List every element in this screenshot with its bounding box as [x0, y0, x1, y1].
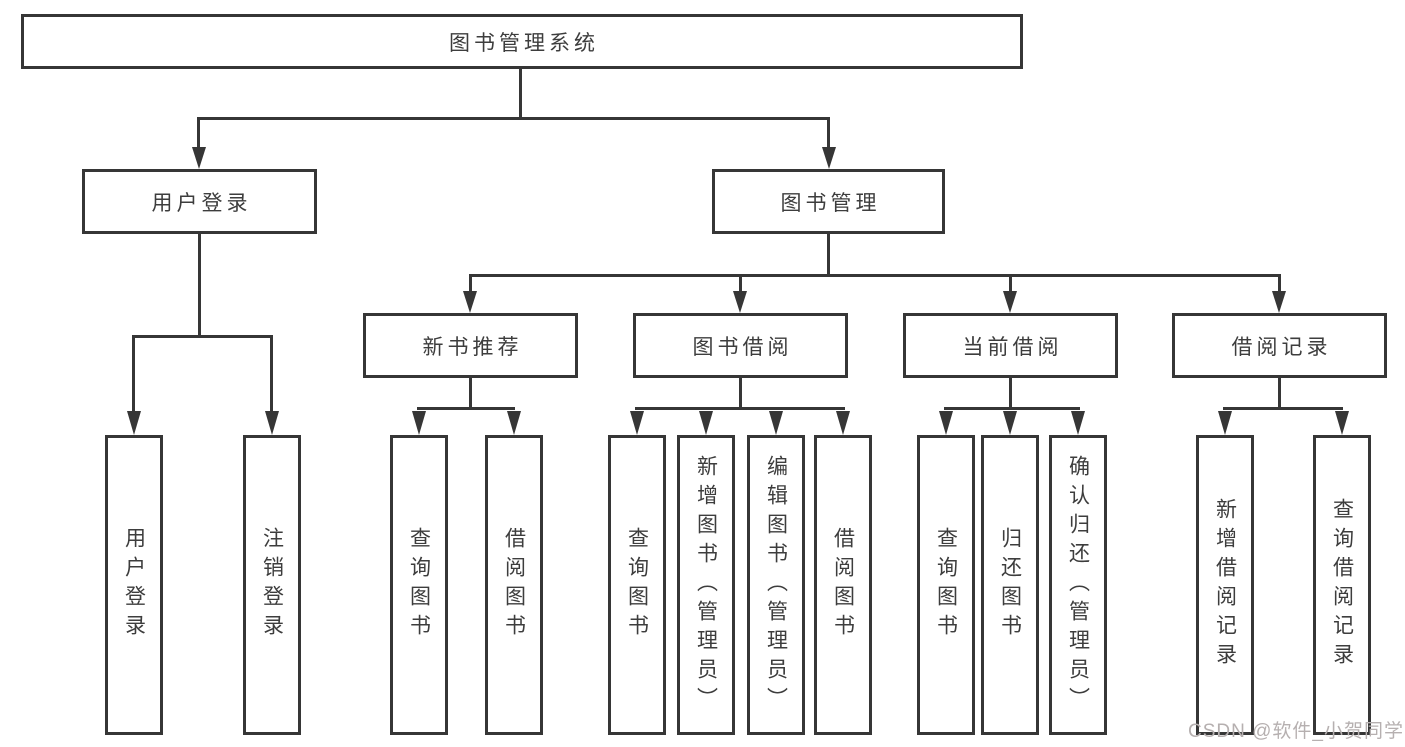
leaf-label: 借阅图书 — [502, 527, 526, 643]
leaf-label: 编辑图书（管理员） — [764, 454, 788, 716]
arrowhead-down — [699, 411, 713, 435]
node-label: 图书管理 — [780, 191, 881, 215]
connector-line — [132, 335, 135, 413]
node-borrowing-records: 借阅记录 — [1172, 313, 1387, 378]
connector-line — [1009, 274, 1012, 293]
arrowhead-down — [265, 411, 279, 435]
node-book-management: 图书管理 — [712, 169, 945, 234]
node-root-label: 图书管理系统 — [449, 31, 599, 55]
arrowhead-down — [939, 411, 953, 435]
connector-line — [739, 274, 742, 293]
leaf-query-books-current: 查询图书 — [917, 435, 975, 735]
leaf-label: 借阅图书 — [831, 527, 855, 643]
leaf-edit-book-admin: 编辑图书（管理员） — [747, 435, 805, 735]
connector-line — [827, 117, 830, 150]
leaf-label: 查询借阅记录 — [1330, 498, 1354, 672]
leaf-logout: 注销登录 — [243, 435, 301, 735]
arrowhead-down — [1335, 411, 1349, 435]
connector-line — [469, 274, 472, 293]
node-user-login: 用户登录 — [82, 169, 317, 234]
arrowhead-down — [507, 411, 521, 435]
leaf-borrow-books-borrowing: 借阅图书 — [814, 435, 872, 735]
arrowhead-down — [1071, 411, 1085, 435]
leaf-borrow-books-recommend: 借阅图书 — [485, 435, 543, 735]
connector-line — [198, 233, 201, 337]
node-book-borrowing: 图书借阅 — [633, 313, 848, 378]
leaf-label: 新增图书（管理员） — [694, 454, 718, 716]
leaf-label: 用户登录 — [122, 527, 146, 643]
leaf-label: 注销登录 — [260, 527, 284, 643]
leaf-query-books-recommend: 查询图书 — [390, 435, 448, 735]
connector-line — [635, 407, 845, 410]
leaf-return-books: 归还图书 — [981, 435, 1039, 735]
node-label: 当前借阅 — [962, 335, 1063, 359]
leaf-label: 查询图书 — [934, 527, 958, 643]
node-label: 新书推荐 — [422, 335, 523, 359]
leaf-label: 查询图书 — [407, 527, 431, 643]
connector-line — [197, 117, 830, 120]
arrowhead-down — [1003, 411, 1017, 435]
node-label: 图书借阅 — [692, 335, 793, 359]
connector-line — [1278, 274, 1281, 293]
node-new-book-recommend: 新书推荐 — [363, 313, 578, 378]
leaf-label: 查询图书 — [625, 527, 649, 643]
node-label: 用户登录 — [151, 191, 252, 215]
node-current-borrowing: 当前借阅 — [903, 313, 1118, 378]
arrowhead-down — [630, 411, 644, 435]
node-label: 借阅记录 — [1231, 335, 1332, 359]
connector-line — [1009, 377, 1012, 410]
arrowhead-down — [1003, 291, 1017, 313]
watermark: CSDN @软件_小贺同学 — [1188, 721, 1404, 742]
connector-line — [944, 407, 1080, 410]
arrowhead-down — [769, 411, 783, 435]
leaf-label: 归还图书 — [998, 527, 1022, 643]
node-root: 图书管理系统 — [21, 14, 1023, 69]
leaf-add-book-admin: 新增图书（管理员） — [677, 435, 735, 735]
arrowhead-down — [1272, 291, 1286, 313]
arrowhead-down — [1218, 411, 1232, 435]
leaf-user-login: 用户登录 — [105, 435, 163, 735]
connector-line — [270, 335, 273, 413]
arrowhead-down — [127, 411, 141, 435]
connector-line — [739, 377, 742, 410]
leaf-confirm-return-admin: 确认归还（管理员） — [1049, 435, 1107, 735]
arrowhead-down — [733, 291, 747, 313]
connector-line — [417, 407, 515, 410]
leaf-query-borrow-record: 查询借阅记录 — [1313, 435, 1371, 735]
leaf-query-books-borrowing: 查询图书 — [608, 435, 666, 735]
connector-line — [1278, 377, 1281, 410]
leaf-label: 确认归还（管理员） — [1066, 454, 1090, 716]
arrowhead-down — [822, 147, 836, 169]
connector-line — [827, 234, 830, 277]
connector-line — [469, 274, 1281, 277]
connector-line — [1223, 407, 1343, 410]
connector-line — [469, 377, 472, 410]
leaf-add-borrow-record: 新增借阅记录 — [1196, 435, 1254, 735]
connector-line — [197, 117, 200, 150]
leaf-label: 新增借阅记录 — [1213, 498, 1237, 672]
arrowhead-down — [463, 291, 477, 313]
connector-line — [132, 335, 273, 338]
arrowhead-down — [192, 147, 206, 169]
connector-line — [519, 69, 522, 120]
arrowhead-down — [412, 411, 426, 435]
arrowhead-down — [836, 411, 850, 435]
